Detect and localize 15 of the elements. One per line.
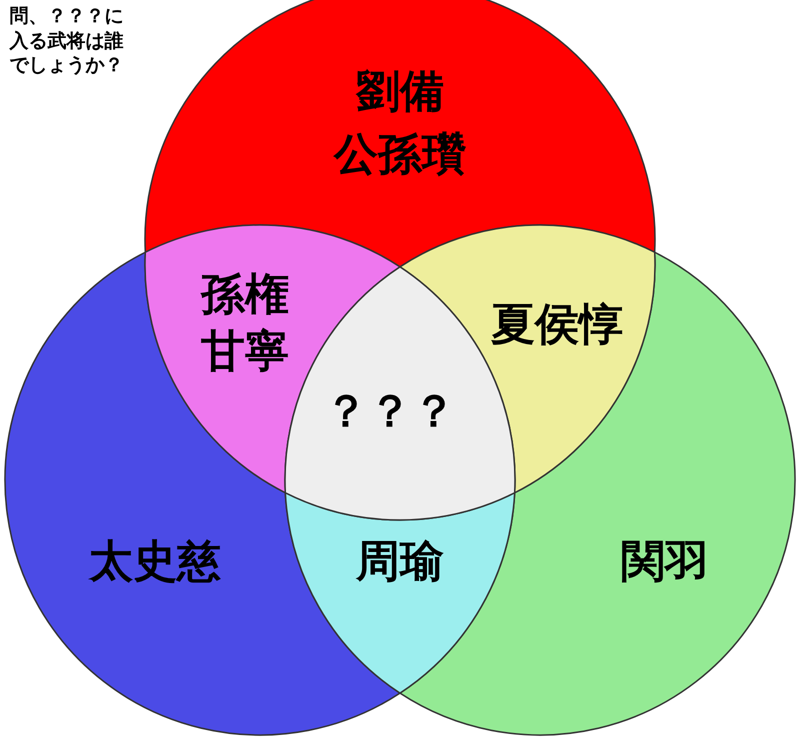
region-label: 関羽: [621, 540, 709, 584]
circle-region: [144, 0, 656, 268]
circle-region: [399, 252, 796, 736]
region-label: 劉備: [356, 70, 444, 114]
region-label: 周瑜: [356, 540, 444, 584]
region-label: 夏侯惇: [491, 303, 623, 347]
region-label: 孫権: [201, 273, 289, 317]
question-text: 問、？？？に入る武将は誰でしょうか？: [8, 4, 124, 78]
region-label: 公孫瓚: [334, 133, 466, 177]
circle-region: [4, 252, 401, 736]
region-label: 太史慈: [89, 540, 221, 584]
region-label: 甘寧: [201, 330, 289, 374]
region-label: ？？？: [324, 390, 456, 434]
overlap-region: [399, 224, 656, 494]
overlap-region: [284, 492, 516, 694]
